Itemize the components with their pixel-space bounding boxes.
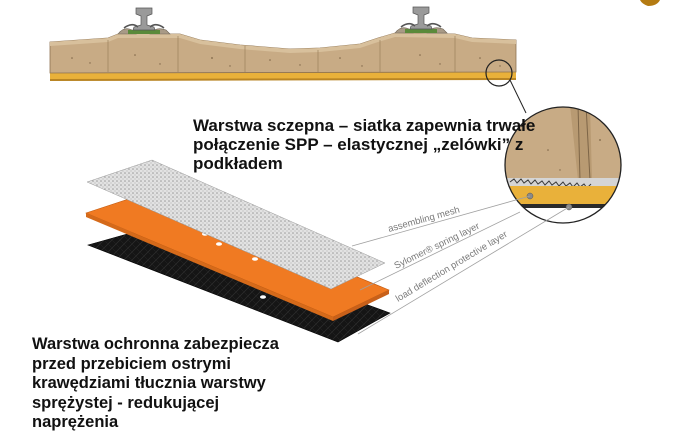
label-mesh: assembling mesh — [387, 205, 461, 235]
rail-fastening-right — [394, 6, 448, 34]
annotation-bonding-layer: Warstwa sczepna – siatka zapewnia trwałe… — [193, 116, 536, 173]
logo-fragment — [640, 0, 660, 6]
rail-left — [132, 7, 156, 31]
annotation-bottom-line-1: Warstwa ochronna zabezpiecza — [32, 335, 279, 353]
leader-mesh — [351, 195, 531, 247]
annotation-top-line-3: podkładem — [193, 154, 283, 173]
rail-right — [409, 6, 433, 30]
leader-protective — [357, 206, 570, 335]
leader-spring — [359, 211, 521, 291]
annotation-top-line-2: połączenie SPP – elastycznej „zelówki” z — [193, 135, 524, 154]
annotation-bottom-line-4: sprężystej - redukującej — [32, 393, 220, 412]
annotation-protective-layer: Warstwa ochronna zabezpiecza przed przeb… — [32, 335, 302, 433]
sleeper — [49, 32, 517, 81]
sleeper-pad — [50, 72, 516, 80]
annotation-bottom-line-2: przed przebiciem ostrymi — [32, 354, 231, 373]
annotation-bottom-line-5: naprężenia — [32, 413, 119, 431]
detail-marker-circle — [485, 59, 513, 87]
sleeper-body — [49, 32, 517, 74]
layer-mesh — [86, 159, 386, 290]
annotation-top-line-1: Warstwa sczepna – siatka zapewnia trwałe — [193, 116, 536, 135]
rail-fastening-left — [117, 7, 171, 35]
annotation-bottom-line-3: krawędziami tłucznia warstwy — [32, 374, 266, 392]
